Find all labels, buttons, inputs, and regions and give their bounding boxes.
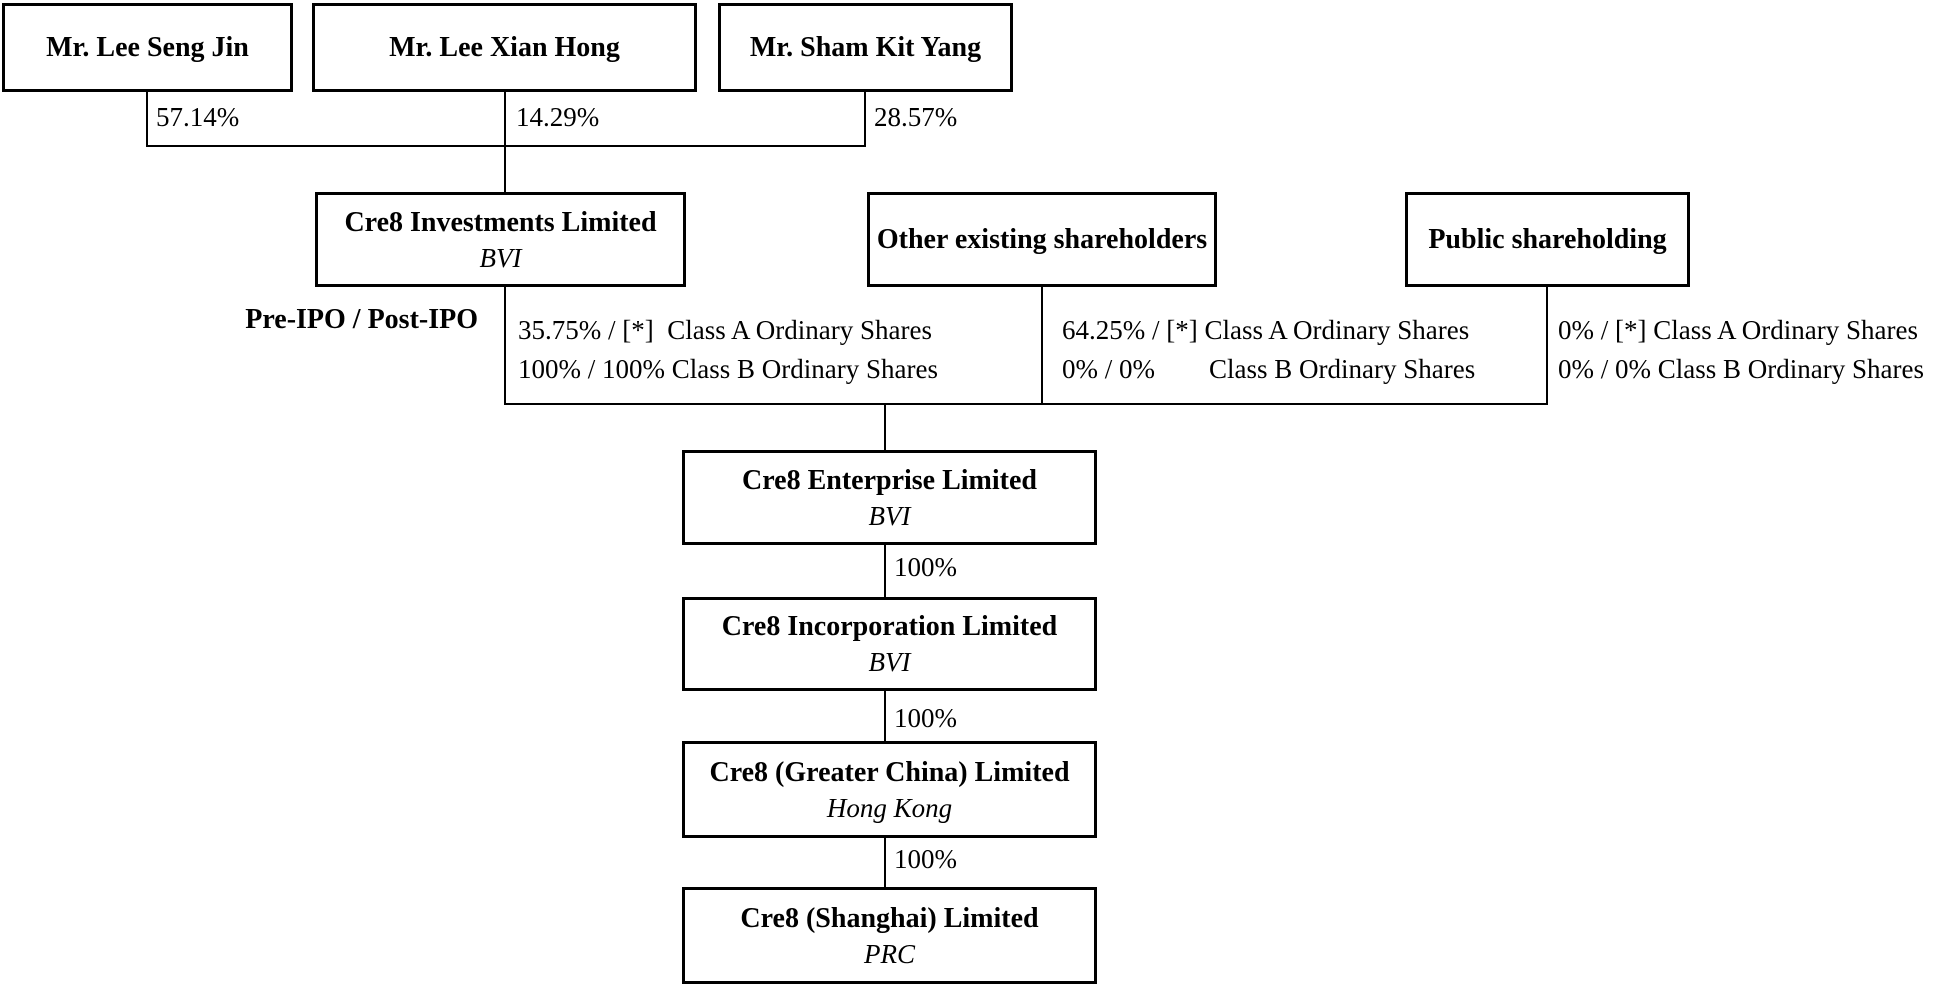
connector-bus-holders [504, 403, 1548, 405]
connector-to-investments [504, 147, 506, 192]
company-box-cre8-shanghai: Cre8 (Shanghai) Limited PRC [682, 887, 1097, 984]
holder-name: Public shareholding [1428, 223, 1667, 255]
connector-bus-shareholders [146, 145, 866, 147]
company-box-cre8-enterprise: Cre8 Enterprise Limited BVI [682, 450, 1097, 545]
stake-label-shanghai: 100% [894, 844, 957, 874]
company-jurisdiction: BVI [868, 500, 911, 531]
connector-drop-public [1546, 287, 1548, 403]
company-name: Cre8 (Shanghai) Limited [740, 902, 1039, 934]
shareholder-name: Mr. Lee Seng Jin [46, 31, 249, 63]
company-jurisdiction: Hong Kong [826, 792, 953, 823]
class-b-holding-investments: 100% / 100% Class B Ordinary Shares [518, 354, 938, 384]
class-a-holding-public: 0% / [*] Class A Ordinary Shares [1558, 315, 1918, 345]
shareholder-box-lee-seng-jin: Mr. Lee Seng Jin [2, 3, 293, 92]
shareholder-name: Mr. Sham Kit Yang [749, 31, 982, 63]
ownership-percent-lee-seng-jin: 57.14% [156, 102, 240, 132]
class-a-holding-investments: 35.75% / [*] Class A Ordinary Shares [518, 315, 932, 345]
company-jurisdiction: PRC [864, 938, 915, 969]
connector-drop-investments [504, 287, 506, 403]
company-name: Cre8 Enterprise Limited [742, 464, 1037, 496]
pre-post-ipo-label: Pre-IPO / Post-IPO [245, 304, 478, 335]
connector-drop-other [1041, 287, 1043, 403]
class-b-holding-other: 0% / 0% Class B Ordinary Shares [1062, 354, 1476, 384]
connector-enterprise-incorporation [884, 545, 886, 597]
shareholder-name: Mr. Lee Xian Hong [389, 31, 620, 63]
company-jurisdiction: BVI [868, 647, 911, 677]
class-a-holding-other: 64.25% / [*] Class A Ordinary Shares [1062, 315, 1470, 345]
company-name: Cre8 (Greater China) Limited [709, 756, 1070, 788]
company-name: Cre8 Investments Limited [344, 206, 657, 238]
shareholder-box-sham-kit-yang: Mr. Sham Kit Yang [718, 3, 1013, 92]
company-name: Cre8 Incorporation Limited [721, 611, 1058, 642]
connector-incorporation-greater-china [884, 691, 886, 741]
company-box-cre8-incorporation: Cre8 Incorporation Limited BVI [682, 597, 1097, 691]
connector-to-enterprise [884, 405, 886, 450]
holder-box-public-shareholding: Public shareholding [1405, 192, 1690, 287]
holder-box-other-existing-shareholders: Other existing shareholders [867, 192, 1217, 287]
connector-drop-lee-xian-hong [504, 92, 506, 145]
connector-greater-china-shanghai [884, 838, 886, 887]
stake-label-greater-china: 100% [894, 703, 957, 733]
shareholder-box-lee-xian-hong: Mr. Lee Xian Hong [312, 3, 697, 92]
ownership-percent-sham-kit-yang: 28.57% [874, 102, 958, 132]
class-b-holding-public: 0% / 0% Class B Ordinary Shares [1558, 354, 1924, 384]
company-jurisdiction: BVI [479, 242, 522, 273]
connector-drop-lee-seng-jin [146, 92, 148, 145]
ownership-percent-lee-xian-hong: 14.29% [516, 102, 600, 132]
connector-drop-sham-kit-yang [864, 92, 866, 145]
holder-name: Other existing shareholders [876, 223, 1208, 255]
company-box-cre8-investments: Cre8 Investments Limited BVI [315, 192, 686, 287]
company-box-cre8-greater-china: Cre8 (Greater China) Limited Hong Kong [682, 741, 1097, 838]
stake-label-incorporation: 100% [894, 552, 957, 582]
